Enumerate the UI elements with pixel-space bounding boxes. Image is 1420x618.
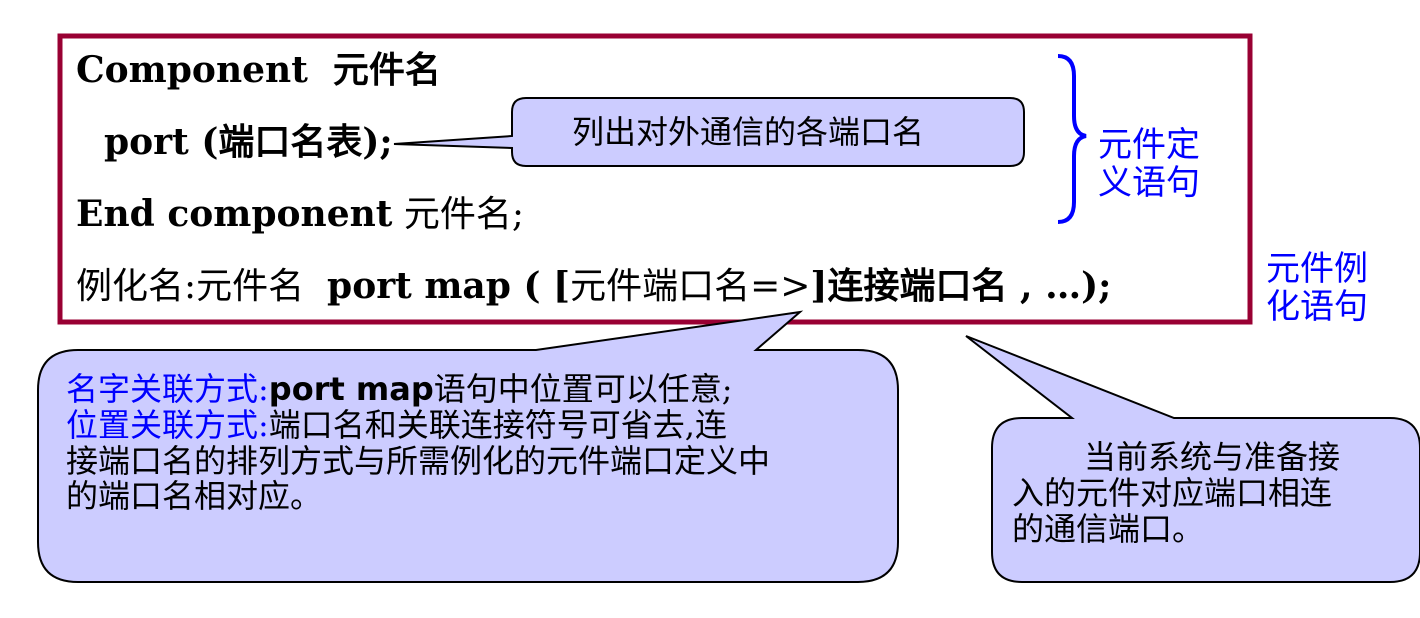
position-association-text: 端口名和关联连接符号可省去,连	[268, 405, 727, 444]
connection-callout-text: 当前系统与准备接 入的元件对应端口相连 的通信端口。	[1012, 438, 1341, 548]
connection-line3: 的通信端口。	[1012, 509, 1205, 548]
port-list-callout-text: 列出对外通信的各端口名	[572, 113, 925, 151]
port-list-text: (端口名表);	[188, 121, 393, 163]
connection-port-tail: 连接端口名 , …);	[827, 265, 1112, 307]
port-list-callout-shape	[393, 97, 1025, 167]
instantiation-prefix: 例化名:元件名	[76, 266, 328, 307]
instantiation-label-line2: 化语句	[1266, 287, 1368, 328]
port-map-term: port map	[268, 370, 434, 408]
end-component-keyword: End component	[76, 193, 393, 235]
component-port-name: 元件端口名=>	[570, 266, 811, 307]
port-line: port (端口名表);	[104, 124, 393, 161]
syntax-box	[57, 33, 1253, 325]
position-association-label: 位置关联方式:	[66, 405, 269, 444]
instantiation-line: 例化名:元件名 port map ( [元件端口名=>]连接端口名 , …);	[76, 268, 1111, 305]
association-callout-shape	[37, 310, 899, 583]
definition-brace	[1057, 54, 1087, 224]
definition-label: 元件定 义语句	[1098, 126, 1200, 202]
component-line: Component 元件名	[76, 49, 441, 91]
definition-label-line2: 义语句	[1098, 163, 1200, 204]
definition-label-line1: 元件定	[1098, 125, 1200, 165]
connection-line2: 入的元件对应端口相连	[1012, 473, 1333, 512]
connection-callout-shape	[965, 335, 1420, 583]
port-keyword: port	[104, 121, 189, 163]
end-component-name: 元件名;	[392, 194, 524, 235]
closing-bracket: ]	[810, 265, 828, 307]
association-line3: 接端口名的排列方式与所需例化的元件端口定义中	[66, 441, 771, 480]
instantiation-label-line1: 元件例	[1266, 249, 1368, 289]
name-association-text: 语句中位置可以任意;	[433, 370, 733, 408]
end-component-line: End component 元件名;	[76, 196, 524, 233]
association-callout-text: 名字关联方式:port map语句中位置可以任意; 位置关联方式:端口名和关联连…	[66, 370, 771, 516]
instantiation-label: 元件例 化语句	[1266, 250, 1368, 326]
association-line4: 的端口名相对应。	[66, 477, 323, 516]
port-map-keyword: port map ( [	[327, 265, 571, 307]
connection-line1: 当前系统与准备接	[1084, 438, 1341, 476]
name-association-label: 名字关联方式:	[66, 370, 269, 408]
